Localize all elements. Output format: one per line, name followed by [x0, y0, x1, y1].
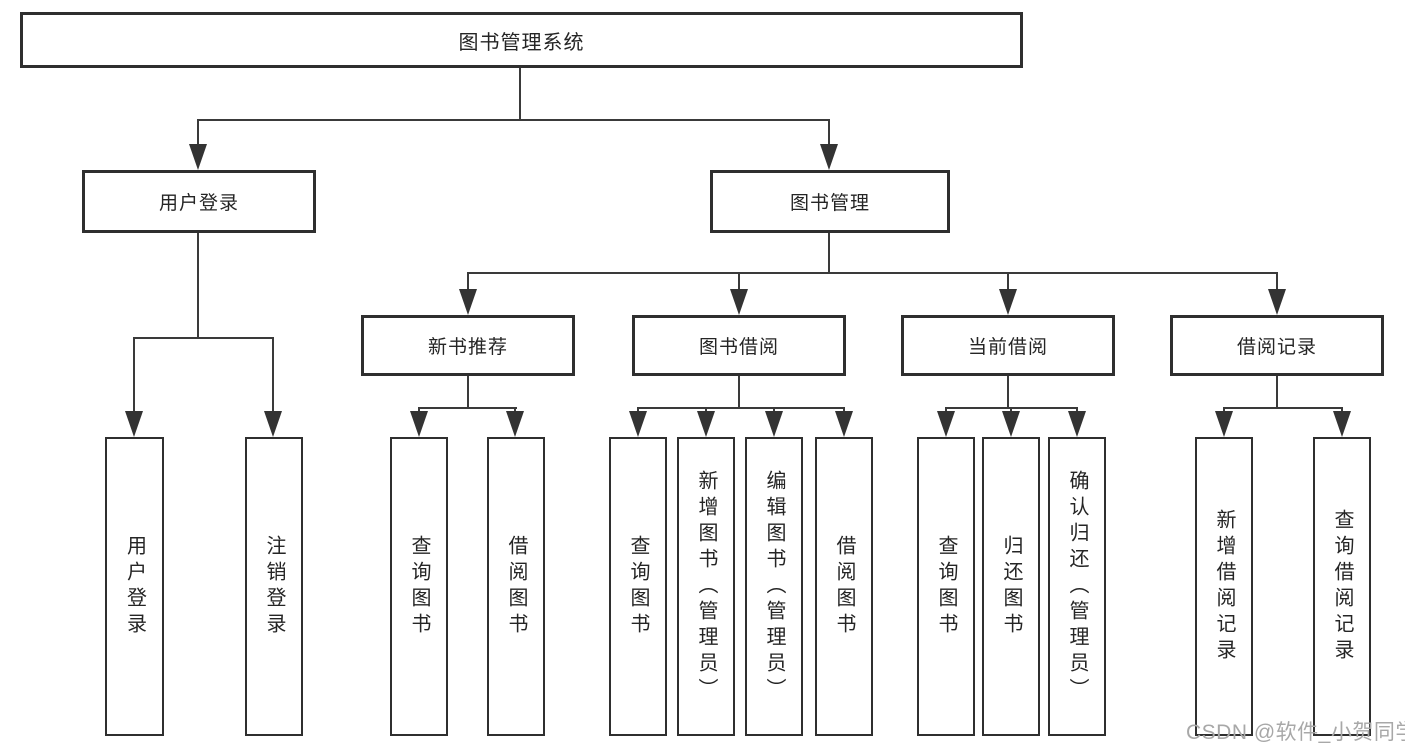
arrow-head	[820, 144, 838, 170]
node-user-login-label: 用户登录	[158, 193, 239, 214]
node-borrow-records-label: 借阅记录	[1236, 337, 1317, 358]
arrow-head	[1333, 411, 1351, 437]
arrow-head	[1268, 289, 1286, 315]
connector-line	[1276, 376, 1278, 409]
leaf-edit-books-admin: 编辑图书（管理员）	[745, 437, 803, 736]
connector-line	[467, 272, 1278, 274]
connector-line	[1276, 272, 1278, 294]
leaf-query-books-recommend-label: 查询图书	[408, 534, 430, 639]
node-new-book-recommend-label: 新书推荐	[427, 337, 508, 358]
leaf-logout: 注销登录	[245, 437, 303, 736]
connector-line	[738, 272, 740, 294]
node-book-management-label: 图书管理	[789, 193, 870, 214]
leaf-add-books-admin-label: 新增图书（管理员）	[695, 469, 717, 704]
leaf-query-borrow-record: 查询借阅记录	[1313, 437, 1371, 736]
csdn-watermark: CSDN @软件_小贺同学	[1186, 721, 1405, 744]
node-book-borrow-label: 图书借阅	[698, 337, 779, 358]
arrow-head	[189, 144, 207, 170]
connector-line	[197, 233, 199, 339]
leaf-query-books-borrow-label: 查询图书	[627, 534, 649, 639]
node-root: 图书管理系统	[20, 12, 1023, 68]
connector-line	[738, 376, 740, 409]
leaf-user-login-label: 用户登录	[123, 534, 146, 639]
arrow-head	[999, 289, 1017, 315]
arrow-head	[697, 411, 715, 437]
arrow-head	[937, 411, 955, 437]
arrow-head	[1002, 411, 1020, 437]
leaf-borrow-books-label: 借阅图书	[833, 534, 855, 639]
node-user-login: 用户登录	[82, 170, 316, 233]
leaf-borrow-books-recommend-label: 借阅图书	[505, 534, 527, 639]
arrow-head	[125, 411, 143, 437]
connector-line	[1007, 376, 1009, 409]
leaf-borrow-books-recommend: 借阅图书	[487, 437, 545, 736]
node-book-management: 图书管理	[710, 170, 950, 233]
leaf-logout-label: 注销登录	[263, 534, 285, 639]
connector-line	[519, 68, 521, 121]
connector-line	[467, 272, 469, 294]
leaf-user-login: 用户登录	[105, 437, 164, 736]
arrow-head	[1068, 411, 1086, 437]
leaf-return-books: 归还图书	[982, 437, 1040, 736]
leaf-query-books-current: 查询图书	[917, 437, 975, 736]
node-book-borrow: 图书借阅	[632, 315, 846, 376]
node-current-borrow-label: 当前借阅	[967, 337, 1048, 358]
connector-line	[418, 407, 517, 409]
arrow-head	[629, 411, 647, 437]
connector-line	[197, 119, 199, 149]
connector-line	[637, 407, 845, 409]
leaf-add-books-admin: 新增图书（管理员）	[677, 437, 735, 736]
connector-line	[133, 337, 135, 415]
arrow-head	[730, 289, 748, 315]
arrow-head	[506, 411, 524, 437]
connector-line	[1223, 407, 1343, 409]
connector-line	[828, 233, 830, 274]
arrow-head	[459, 289, 477, 315]
connector-line	[828, 119, 830, 149]
leaf-add-borrow-record: 新增借阅记录	[1195, 437, 1253, 736]
arrow-head	[264, 411, 282, 437]
leaf-query-books-borrow: 查询图书	[609, 437, 667, 736]
connector-line	[272, 337, 274, 415]
arrow-head	[765, 411, 783, 437]
leaf-query-borrow-record-label: 查询借阅记录	[1331, 508, 1353, 665]
arrow-head	[835, 411, 853, 437]
leaf-query-books-current-label: 查询图书	[935, 534, 957, 639]
connector-line	[133, 337, 274, 339]
leaf-confirm-return-admin-label: 确认归还（管理员）	[1066, 469, 1088, 704]
leaf-edit-books-admin-label: 编辑图书（管理员）	[763, 469, 785, 704]
node-new-book-recommend: 新书推荐	[361, 315, 575, 376]
node-current-borrow: 当前借阅	[901, 315, 1115, 376]
connector-line	[1007, 272, 1009, 294]
arrow-head	[1215, 411, 1233, 437]
leaf-query-books-recommend: 查询图书	[390, 437, 448, 736]
leaf-add-borrow-record-label: 新增借阅记录	[1213, 508, 1235, 665]
connector-line	[197, 119, 830, 121]
arrow-head	[410, 411, 428, 437]
connector-line	[467, 376, 469, 409]
leaf-borrow-books: 借阅图书	[815, 437, 873, 736]
leaf-return-books-label: 归还图书	[1000, 534, 1022, 639]
node-root-label: 图书管理系统	[458, 31, 585, 54]
leaf-confirm-return-admin: 确认归还（管理员）	[1048, 437, 1106, 736]
node-borrow-records: 借阅记录	[1170, 315, 1384, 376]
